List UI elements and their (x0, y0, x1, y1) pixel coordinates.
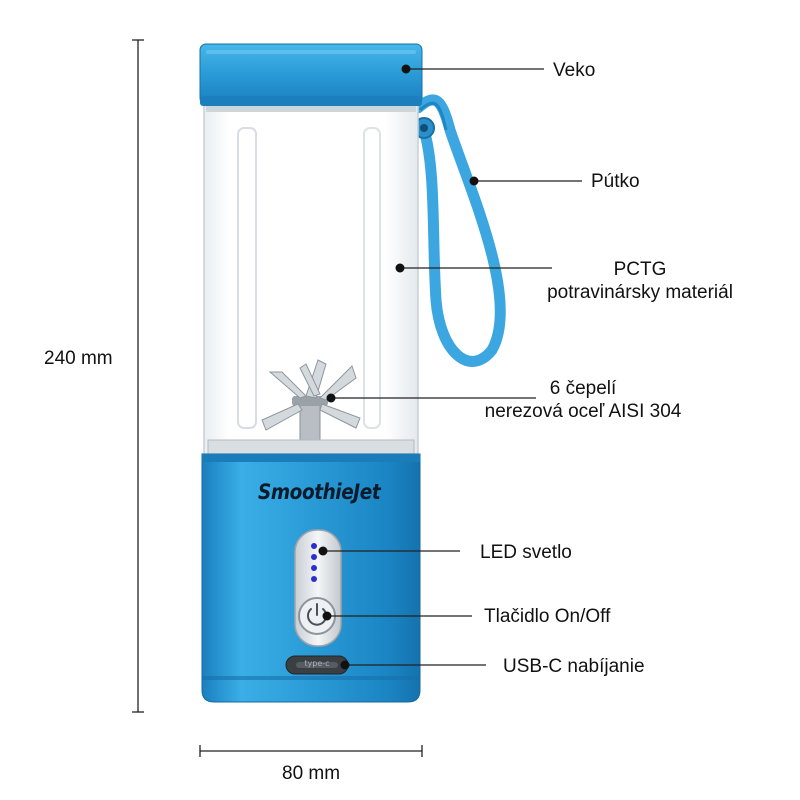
led-dot-1 (311, 543, 317, 549)
material-label-line1: PCTG (613, 259, 667, 280)
button-label: Tlačidlo On/Off (484, 606, 611, 627)
led-label: LED svetlo (480, 542, 572, 563)
control-panel (294, 529, 342, 647)
strap (412, 94, 506, 367)
strap-label: Pútko (591, 171, 640, 192)
callout-lines (323, 68, 582, 666)
usb-port-text: type-c (304, 659, 330, 668)
material-label-line2: potravinársky materiál (547, 282, 733, 303)
width-dimension-line (199, 745, 423, 757)
material-label: PCTG potravinársky materiál (520, 258, 760, 304)
lid (199, 43, 423, 106)
brand-logo: SmoothieJet (258, 480, 381, 504)
callout-dots (318, 64, 479, 670)
blades-label-line2: nerezová oceľ AISI 304 (484, 401, 682, 422)
lid-label: Veko (553, 60, 596, 81)
height-label: 240 mm (44, 348, 113, 369)
blades-label-line1: 6 čepelí (549, 378, 617, 399)
led-dot-4 (311, 576, 317, 582)
blade-assembly (207, 359, 415, 455)
usb-label: USB-C nabíjanie (503, 656, 645, 677)
led-dot-3 (311, 565, 317, 571)
width-label: 80 mm (282, 763, 341, 784)
height-dimension-line (132, 39, 144, 713)
blades-label: 6 čepelí nerezová oceľ AISI 304 (466, 377, 700, 423)
led-dot-2 (311, 554, 317, 560)
